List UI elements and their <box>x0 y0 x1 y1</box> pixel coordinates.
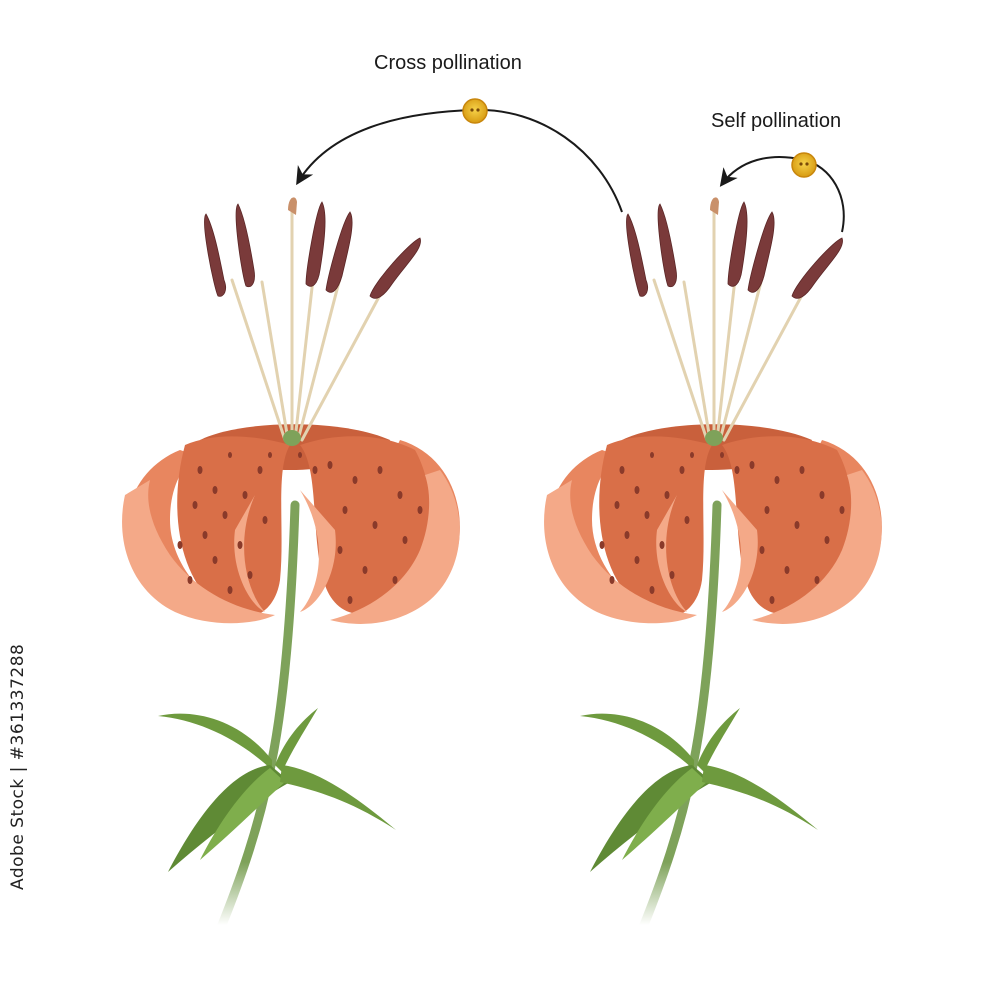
cross-pollination-label: Cross pollination <box>374 52 522 74</box>
stock-id-watermark: Adobe Stock | #361337288 <box>8 643 28 890</box>
lily-flower-left <box>122 197 460 925</box>
pollen-grain-icon <box>791 152 817 178</box>
cross-pollination-arrow <box>296 108 623 213</box>
pollen-grain-icon <box>462 98 488 124</box>
self-pollination-label: Self pollination <box>711 110 842 132</box>
lily-flower-right <box>544 197 882 925</box>
